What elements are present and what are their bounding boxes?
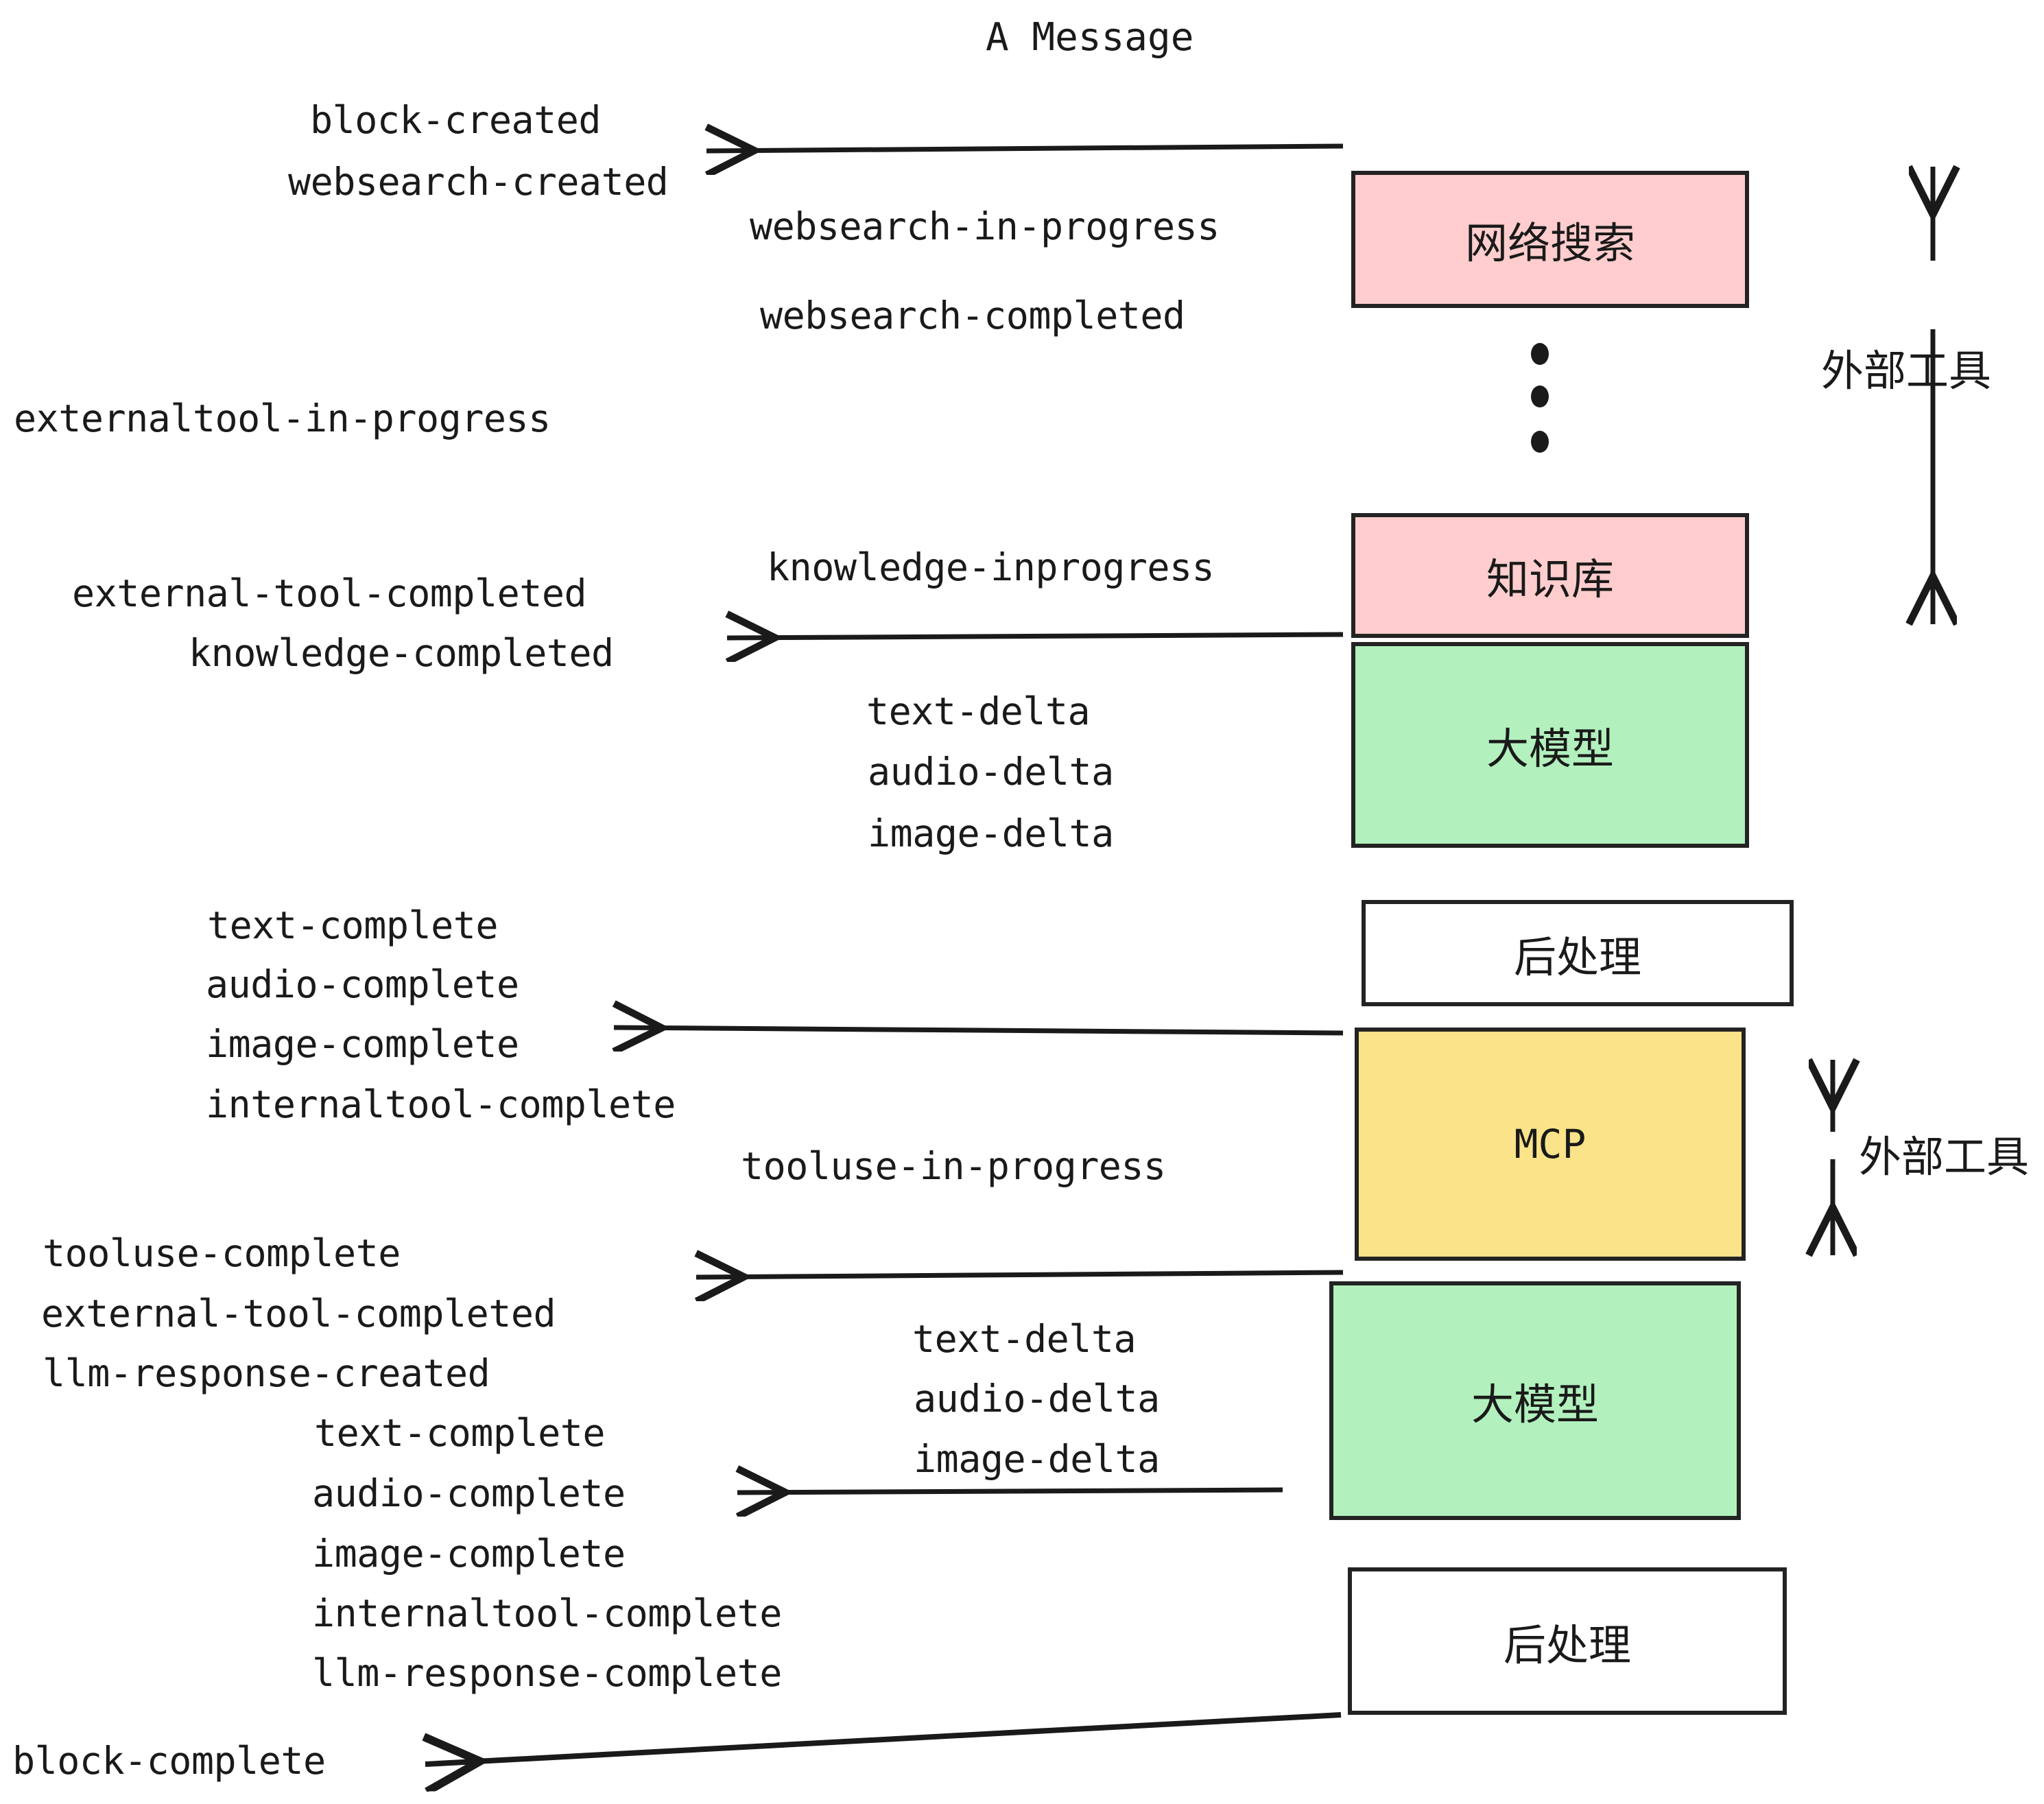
event-websearch-completed: websearch-completed	[760, 294, 1185, 337]
arrow-block-complete	[425, 1712, 1342, 1764]
ellipsis-dot-3	[1531, 431, 1549, 453]
event-block-complete: block-complete	[12, 1739, 326, 1783]
event-image-delta-2: image-delta	[914, 1437, 1160, 1481]
event-llm-response-complete: llm-response-complete	[312, 1651, 782, 1695]
event-websearch-in-progress: websearch-in-progress	[750, 204, 1220, 248]
node-knowledge[interactable]: 知识库	[1351, 513, 1749, 638]
event-block-created: block-created	[310, 98, 601, 142]
event-audio-complete-2: audio-complete	[312, 1471, 626, 1515]
node-knowledge-label: 知识库	[1486, 554, 1614, 604]
event-text-delta-2: text-delta	[912, 1317, 1137, 1361]
ellipsis-dot-2	[1531, 385, 1549, 407]
node-postprocess-bottom[interactable]: 后处理	[1348, 1567, 1787, 1715]
node-mcp[interactable]: MCP	[1355, 1028, 1746, 1261]
side-label-external-tool-bottom: 外部工具	[1859, 1132, 2030, 1182]
event-text-delta-1: text-delta	[866, 689, 1091, 733]
node-llm-top-label: 大模型	[1486, 724, 1614, 774]
node-postprocess-top[interactable]: 后处理	[1362, 900, 1794, 1006]
event-external-tool-completed-2: external-tool-completed	[41, 1292, 556, 1336]
event-image-complete-2: image-complete	[312, 1532, 626, 1576]
event-tooluse-complete: tooluse-complete	[43, 1231, 401, 1275]
event-externaltool-in-progress: externaltool-in-progress	[14, 396, 551, 440]
arrow-websearch-created	[706, 146, 1344, 151]
event-tooluse-in-progress: tooluse-in-progress	[741, 1144, 1166, 1188]
event-image-delta-1: image-delta	[868, 811, 1114, 855]
arrow-audio-complete	[737, 1490, 1283, 1493]
node-websearch-label: 网络搜索	[1464, 218, 1635, 268]
event-text-complete-2: text-complete	[314, 1411, 605, 1455]
page-title: A Message	[986, 15, 1194, 60]
event-external-tool-completed-1: external-tool-completed	[72, 571, 587, 615]
node-mcp-label: MCP	[1514, 1121, 1587, 1167]
node-llm-bottom-label: 大模型	[1471, 1379, 1599, 1429]
event-llm-response-created: llm-response-created	[43, 1351, 490, 1395]
node-llm-top[interactable]: 大模型	[1351, 642, 1749, 848]
arrow-knowledge-completed	[727, 634, 1344, 638]
node-websearch[interactable]: 网络搜索	[1351, 171, 1749, 308]
event-websearch-created: websearch-created	[288, 160, 669, 204]
event-internaltool-complete-2: internaltool-complete	[312, 1591, 782, 1635]
arrow-tooluse-complete	[696, 1272, 1344, 1277]
node-postprocess-bottom-label: 后处理	[1503, 1619, 1631, 1670]
arrow-image-complete	[614, 1028, 1344, 1033]
event-image-complete-1: image-complete	[206, 1022, 519, 1066]
event-audio-delta-2: audio-delta	[914, 1377, 1160, 1421]
side-label-external-tool-top: 外部工具	[1821, 346, 1992, 396]
event-knowledge-completed: knowledge-completed	[189, 631, 614, 675]
ellipsis-dot-1	[1531, 343, 1549, 365]
event-text-complete-1: text-complete	[207, 903, 498, 947]
event-audio-delta-1: audio-delta	[868, 750, 1114, 794]
event-knowledge-inprogress: knowledge-inprogress	[767, 545, 1215, 589]
node-postprocess-top-label: 后处理	[1513, 931, 1641, 982]
event-audio-complete-1: audio-complete	[206, 962, 519, 1006]
node-llm-bottom[interactable]: 大模型	[1329, 1281, 1741, 1520]
event-internaltool-complete-1: internaltool-complete	[206, 1082, 676, 1126]
